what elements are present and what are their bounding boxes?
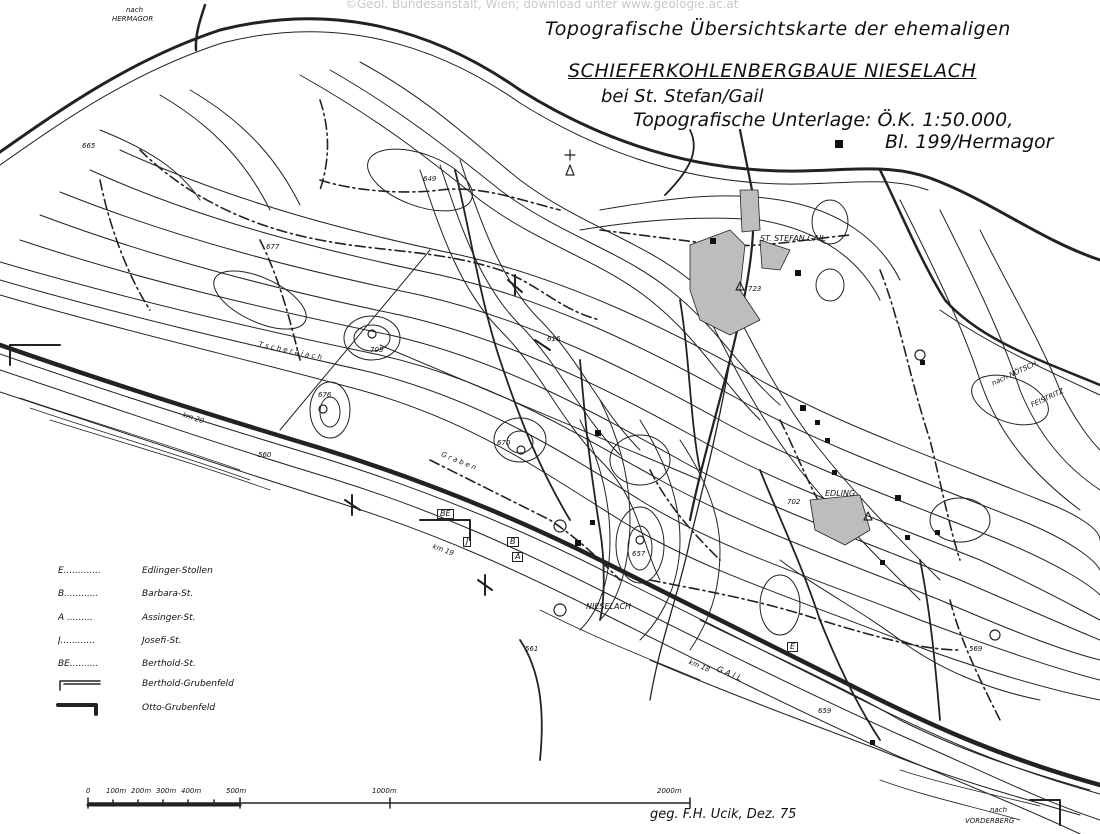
- elevation-label: 723: [748, 285, 762, 293]
- scale-label: 100m: [106, 787, 127, 795]
- elevation-label: 676: [318, 391, 332, 399]
- straight-line: [379, 344, 701, 481]
- place-label-edling: EDLING: [825, 489, 856, 498]
- elevation-label: 670: [497, 439, 511, 447]
- scale-label: 500m: [226, 787, 247, 795]
- legend-key: E.............: [58, 566, 101, 576]
- legend-key: B............: [58, 589, 99, 599]
- map-title-line2: SCHIEFERKOHLENBERGBAUE NIESELACH: [568, 60, 977, 82]
- elevation-label: 665: [82, 142, 96, 150]
- mine-label-assinger: A: [512, 552, 524, 562]
- legend-label: Edlinger-Stollen: [142, 566, 213, 576]
- place-label-hermagor: HERMAGOR: [112, 15, 154, 23]
- scale-label: 300m: [156, 787, 177, 795]
- mine-label-edlinger: E: [787, 642, 799, 652]
- railway-line: [0, 342, 1100, 788]
- road-south: [649, 359, 731, 701]
- elevation-label: 677: [266, 243, 280, 251]
- author-signature: geg. F.H. Ucik, Dez. 75: [650, 807, 797, 822]
- scale-label: 1000m: [372, 787, 397, 795]
- elevation-label: 657: [632, 550, 646, 558]
- legend-label: Otto-Grubenfeld: [142, 703, 216, 713]
- mine-label-barbara: B: [507, 537, 519, 547]
- straight-line-2: [279, 249, 431, 431]
- map-title-line1: Topografische Übersichtskarte der ehemal…: [545, 18, 1011, 40]
- road-east: [878, 168, 1100, 387]
- map-title-line4: Topografische Unterlage: Ö.K. 1:50.000,: [633, 109, 1014, 131]
- scale-label: 2000m: [657, 787, 682, 795]
- hill-contours: [213, 148, 1049, 636]
- mining-fields: [9, 344, 1061, 826]
- road-east-b: [939, 309, 1100, 396]
- dash-dot-paths: [99, 99, 1001, 721]
- legend-label: Josefi-St.: [142, 636, 182, 646]
- legend-key: BE..........: [58, 659, 99, 669]
- elevation-label: 649: [423, 175, 437, 183]
- railway-edge: [0, 353, 1100, 795]
- railway-crossings: [344, 274, 551, 596]
- elevation-label: 560: [258, 451, 272, 459]
- place-label-st-stefan: ST. STEFAN GAIL: [760, 234, 826, 243]
- place-label: nach: [990, 806, 1008, 814]
- gail-river: [0, 369, 1100, 834]
- map-title-line3: bei St. Stefan/Gail: [601, 86, 764, 107]
- village-st-stefan: [689, 189, 791, 336]
- village-edling: [809, 494, 871, 546]
- place-label-vorderberg: VORDERBERG: [965, 817, 1015, 825]
- elevation-label: 702: [787, 498, 801, 506]
- elevation-label: 616: [547, 335, 561, 343]
- legend-label: Berthold-Grubenfeld: [142, 679, 234, 689]
- buildings: [575, 140, 940, 745]
- elevation-label: 561: [525, 645, 539, 653]
- legend-key: A .........: [58, 613, 93, 623]
- watermark: ©Geol. Bundesanstalt, Wien; download unt…: [345, 0, 739, 11]
- scale-label: 200m: [131, 787, 152, 795]
- legend-key: J............: [58, 636, 95, 646]
- map-legend: E............. Edlinger-Stollen B.......…: [58, 566, 318, 726]
- legend-label: Berthold-St.: [142, 659, 196, 669]
- mine-label-josefi: J: [463, 537, 472, 547]
- place-label-nieselach: NIESELACH: [586, 602, 632, 611]
- legend-label: Barbara-St.: [142, 589, 194, 599]
- map-title-line5: Bl. 199/Hermagor: [885, 131, 1054, 153]
- mine-label-berthold: BE: [437, 509, 454, 519]
- elevation-label: 569: [969, 645, 983, 653]
- scale-bar: [86, 797, 691, 809]
- elevation-label: 705: [370, 346, 384, 354]
- road-hermagor: [194, 3, 207, 52]
- summit-markers: [318, 149, 1001, 641]
- main-road-north-edge: [0, 31, 929, 191]
- main-road-north: [0, 17, 1100, 262]
- scale-label: 0: [86, 787, 91, 795]
- elevation-label: 659: [818, 707, 832, 715]
- scale-label: 400m: [181, 787, 202, 795]
- place-label: nach: [126, 6, 144, 14]
- legend-label: Assinger-St.: [142, 613, 196, 623]
- legend-symbols: [56, 680, 101, 716]
